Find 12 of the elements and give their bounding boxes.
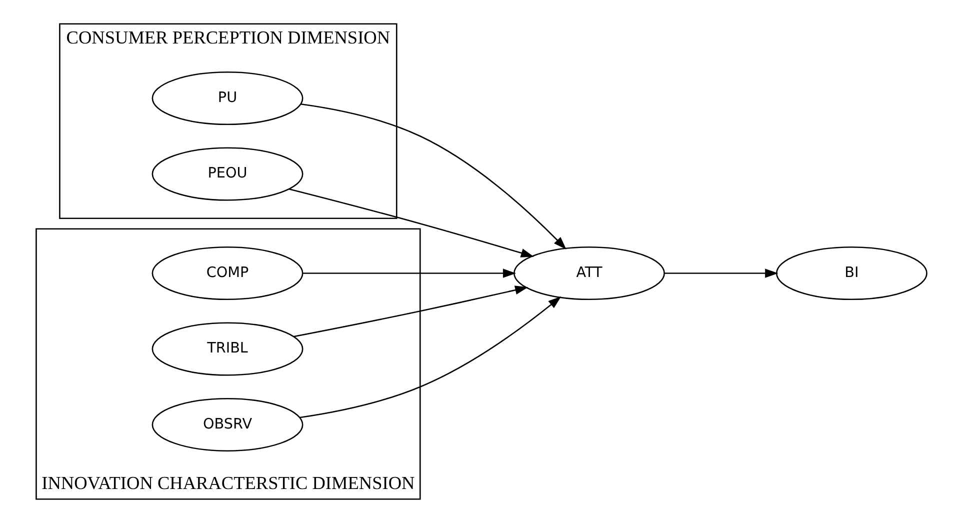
node-ellipse: TRIBL bbox=[151, 322, 303, 376]
arrow bbox=[299, 296, 561, 418]
arrow bbox=[664, 268, 778, 278]
node-ellipse: PEOU bbox=[151, 147, 303, 201]
arrow bbox=[288, 188, 534, 258]
arrow bbox=[302, 268, 516, 278]
arrow bbox=[300, 104, 566, 250]
node-ellipse: COMP bbox=[151, 246, 303, 300]
node-ellipse: OBSRV bbox=[151, 398, 303, 452]
node-ellipse: PU bbox=[151, 72, 303, 126]
node-ellipse: BI bbox=[775, 246, 927, 300]
arrow bbox=[293, 286, 528, 338]
